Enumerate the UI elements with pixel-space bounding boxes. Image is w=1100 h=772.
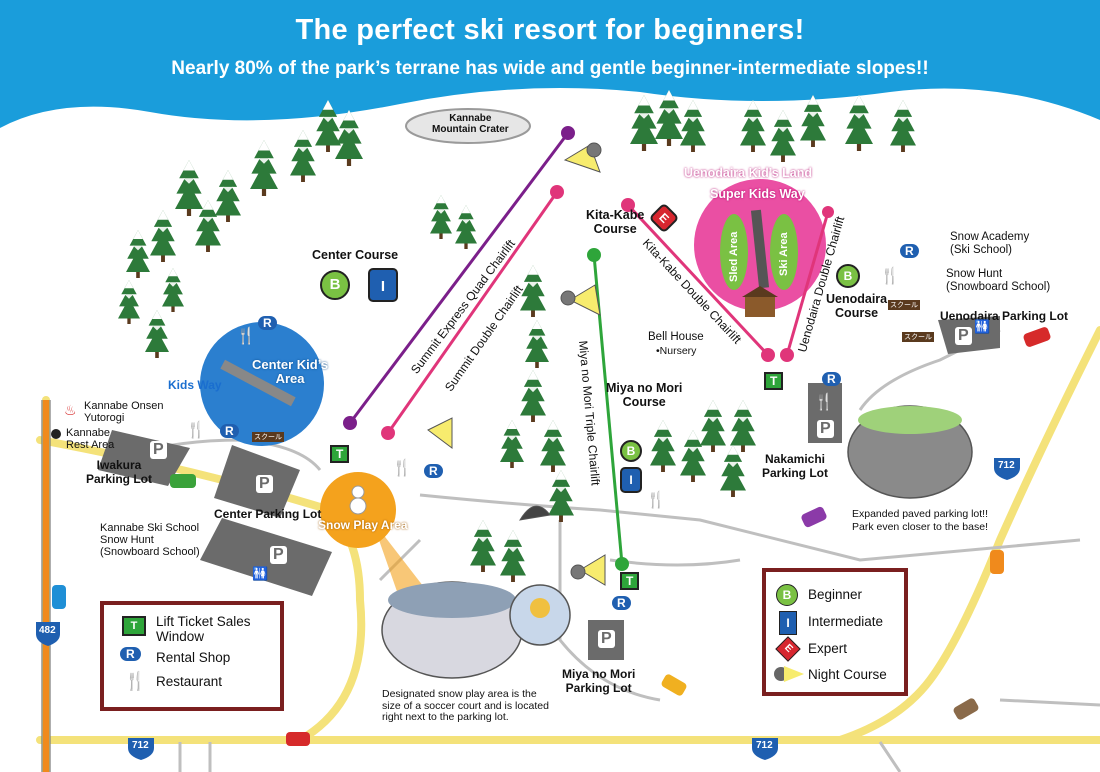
- legend-restaurant-label: Restaurant: [156, 674, 223, 689]
- route-712-label-center: 712: [756, 740, 773, 751]
- parking-icon-center-upper: P: [256, 475, 273, 493]
- super-kids-way-label: Super Kids Way: [710, 187, 805, 201]
- restaurant-icon-miya: 🍴: [646, 492, 666, 509]
- center-kids-area-label: Center Kid’s Area: [252, 357, 329, 386]
- legend-intermediate-label: Intermediate: [808, 614, 884, 629]
- legend-night-course-icon: [774, 664, 804, 684]
- restaurant-icon-uenodaira: 🍴: [880, 268, 900, 285]
- ticket-icon-center: T: [330, 445, 350, 463]
- restaurant-icon-center: 🍴: [186, 422, 206, 439]
- legend-restaurant-icon: 🍴: [124, 671, 147, 691]
- legend-rental-icon: R: [120, 647, 141, 661]
- sled-area-label: Sled Area: [728, 231, 740, 282]
- crater-label: Kannabe Mountain Crater: [432, 113, 509, 135]
- rest-area-dot-icon: [51, 429, 61, 439]
- parking-icon-uenodaira: P: [955, 327, 972, 345]
- uenodaira-parking-label: Uenodaira Parking Lot: [940, 309, 1069, 323]
- night-lights: [427, 142, 606, 586]
- route-shields: [36, 458, 1020, 760]
- page-subtitle: Nearly 80% of the park’s terrane has wid…: [171, 58, 929, 79]
- ski-school-left-label: Kannabe Ski School Snow Hunt (Snowboard …: [100, 522, 200, 558]
- miya-course-label: Miya no Mori Course: [606, 381, 683, 409]
- kids-way-label: Kids Way: [168, 378, 222, 392]
- uenodaira-course-label: Uenodaira Course: [826, 292, 888, 320]
- restroom-icon-left: 🚻: [252, 566, 269, 581]
- restaurant-icon-snowplay: 🍴: [392, 460, 412, 477]
- route-482-label: 482: [39, 625, 56, 636]
- legend-night-course-label: Night Course: [808, 667, 887, 682]
- rental-icon-uenodaira: R: [900, 244, 919, 258]
- page-title: The perfect ski resort for beginners!: [295, 14, 805, 46]
- legend-rental-label: Rental Shop: [156, 650, 231, 665]
- kitakabe-course-label: Kita-Kabe Course: [586, 208, 645, 236]
- center-intermediate-icon: I: [368, 268, 398, 302]
- restaurant-icon-left: 🍴: [236, 328, 256, 345]
- snow-play-caption: Designated snow play area is the size of…: [382, 688, 549, 723]
- legend-intermediate-icon: I: [779, 611, 797, 635]
- legend-ticket-label: Lift Ticket Sales Window: [156, 614, 251, 644]
- nakamichi-parking-label: Nakamichi Parking Lot: [762, 452, 829, 480]
- gray-roads: [109, 328, 1100, 772]
- route-712-label-right: 712: [998, 460, 1015, 471]
- snow-hunt-right-label: Snow Hunt (Snowboard School): [946, 268, 1051, 293]
- parking-photo-caption: Expanded paved parking lot!! Park even c…: [852, 508, 989, 533]
- kids-land-title: Uenodaira Kid’s Land: [684, 166, 813, 180]
- legend-beginner-label: Beginner: [808, 587, 863, 602]
- onsen-label: Kannabe Onsen Yutorogi: [84, 400, 164, 424]
- ticket-icon-kidsland: T: [764, 372, 784, 390]
- ski-area-label: Ski Area: [778, 232, 790, 276]
- rest-area-label: Kannabe Rest Area: [66, 427, 115, 451]
- school-sign-center: スクール: [252, 432, 284, 442]
- rental-icon-left: R: [258, 316, 277, 330]
- center-beginner-icon: B: [320, 270, 350, 300]
- cars: [52, 327, 1051, 746]
- onsen-icon: ♨: [64, 402, 77, 418]
- legend-beginner-icon: B: [776, 584, 798, 606]
- legend-ticket-icon: T: [122, 616, 146, 636]
- snow-academy-label: Snow Academy (Ski School): [950, 231, 1030, 256]
- restaurant-icon-nakamichi: 🍴: [814, 394, 834, 411]
- parking-icon-nakamichi: P: [817, 420, 834, 438]
- rental-icon-center: R: [220, 424, 239, 438]
- nursery-label: •Nursery: [656, 345, 697, 357]
- center-parking-label: Center Parking Lot: [214, 507, 322, 521]
- bell-house-label: Bell House: [648, 331, 704, 343]
- rental-icon-miya: R: [612, 596, 631, 610]
- rental-icon-nakamichi: R: [822, 372, 841, 386]
- snow-play-area-label: Snow Play Area: [318, 518, 408, 532]
- school-sign-uenodaira-2: スクール: [902, 332, 934, 342]
- school-sign-uenodaira-1: スクール: [888, 300, 920, 310]
- restroom-icon-uenodaira: 🚻: [974, 319, 991, 334]
- rental-icon-snowplay: R: [424, 464, 443, 478]
- parking-icon-miya: P: [598, 630, 615, 648]
- center-course-label: Center Course: [312, 248, 399, 262]
- sky-banner: [0, 0, 1100, 128]
- road-borders: [41, 400, 51, 772]
- route-712-label-left: 712: [132, 740, 149, 751]
- miya-beginner-icon: B: [620, 440, 642, 462]
- crater-shape: [405, 108, 531, 144]
- legend-expert-label: Expert: [808, 641, 848, 656]
- miya-intermediate-icon: I: [620, 467, 642, 493]
- iwakura-parking-label: Iwakura Parking Lot: [86, 458, 153, 486]
- uenodaira-beginner-icon: B: [836, 264, 860, 288]
- miya-parking-label: Miya no Mori Parking Lot: [562, 667, 636, 695]
- ticket-icon-miya: T: [620, 572, 640, 590]
- parking-icon-iwakura: P: [150, 441, 167, 459]
- parking-icon-center: P: [270, 546, 287, 564]
